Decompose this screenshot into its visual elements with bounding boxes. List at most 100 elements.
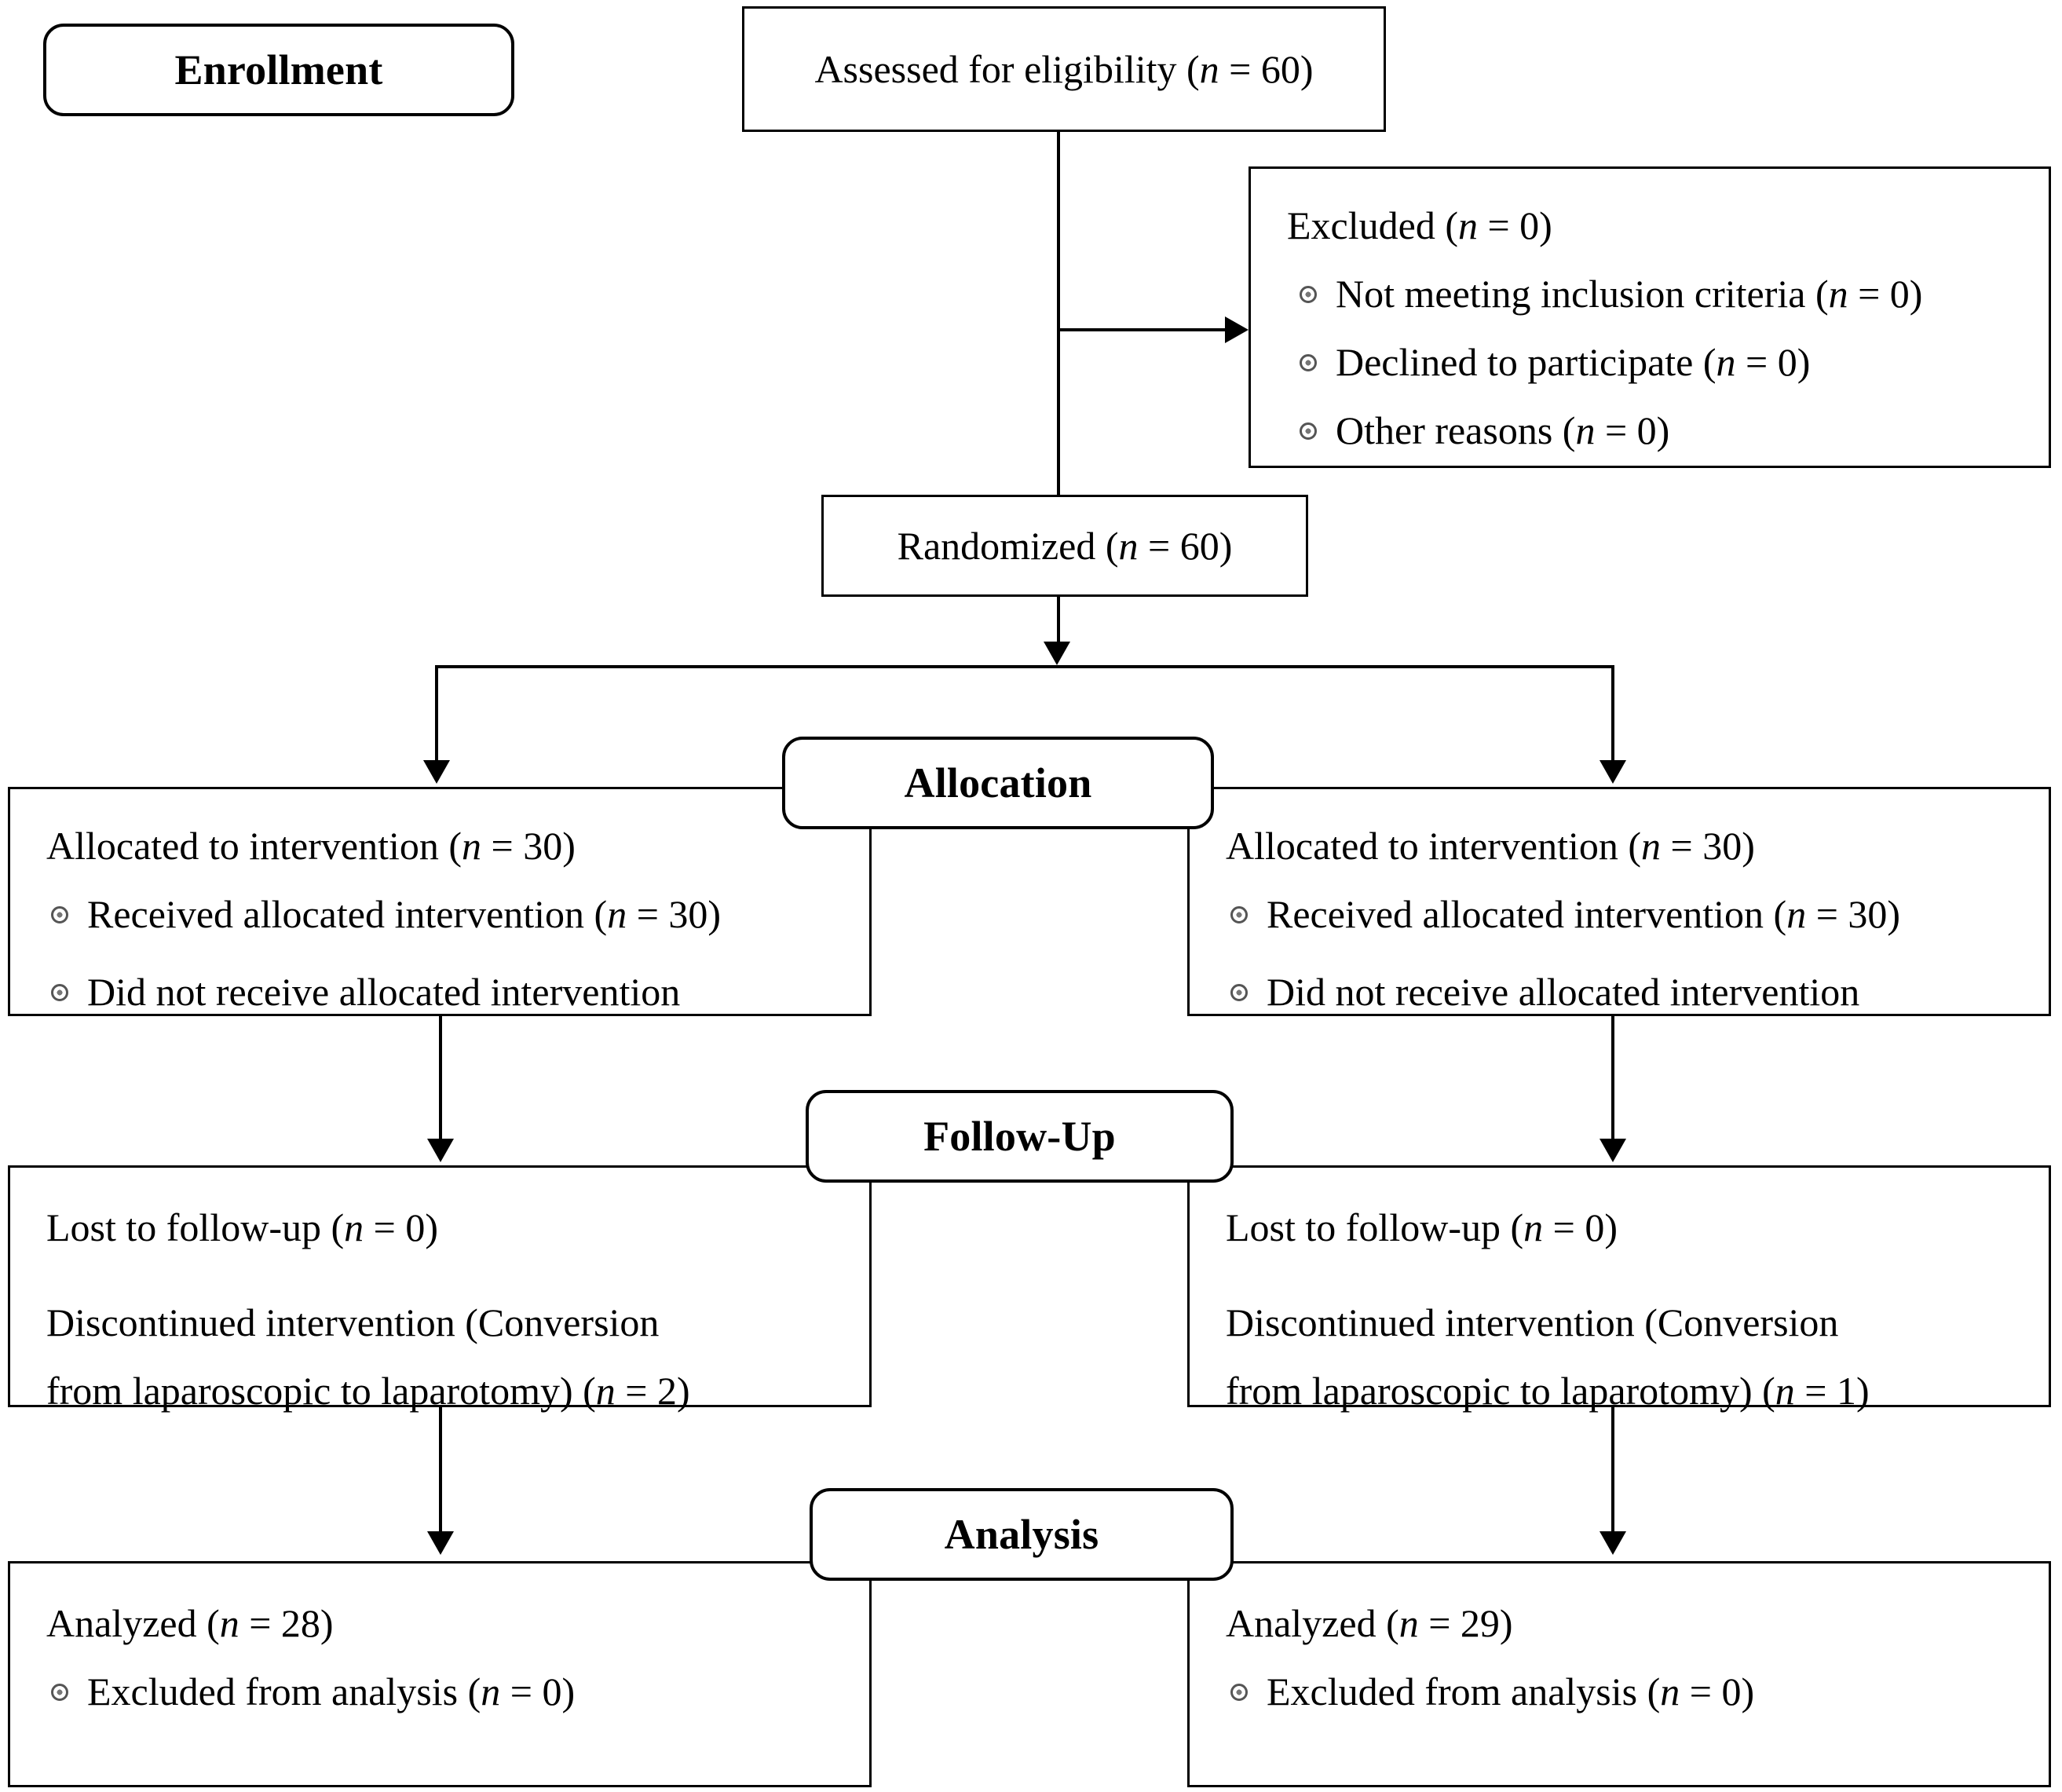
randomized-box: Randomized (n = 60)	[821, 495, 1308, 597]
randomized-n-symbol: n	[1118, 523, 1139, 568]
right-analyzed-label: Analyzed (	[1226, 1601, 1399, 1645]
right-lost-n-symbol: n	[1523, 1205, 1544, 1249]
connector-assessed-to-randomized	[1057, 132, 1060, 495]
right-allocation-box: Allocated to intervention (n = 30) Recei…	[1187, 787, 2051, 1016]
stage-label-analysis: Analysis	[810, 1488, 1234, 1581]
excluded-n-symbol: n	[1457, 203, 1478, 247]
connector-randomized-down	[1057, 597, 1060, 642]
excluded-reason-label: Other reasons (	[1336, 408, 1576, 452]
excluded-heading: Excluded (n = 0)	[1287, 200, 2022, 251]
arrow-left-followup-icon	[427, 1139, 454, 1162]
arrow-left-analysis-icon	[427, 1531, 454, 1555]
left-analyzed-n-value: = 28)	[239, 1601, 334, 1645]
ring-bullet-icon	[1300, 353, 1317, 371]
arrow-left-allocation-icon	[423, 760, 450, 784]
list-item: Received allocated intervention (n = 30)	[46, 889, 843, 940]
excluded-reason-n-symbol: n	[1716, 340, 1736, 384]
assessed-n-symbol: n	[1199, 46, 1219, 91]
stage-label-analysis-text: Analysis	[944, 1511, 1099, 1558]
arrow-right-allocation-icon	[1600, 760, 1626, 784]
list-item: Other reasons (n = 0)	[1295, 405, 2022, 456]
left-analysis-list: Excluded from analysis (n = 0)	[46, 1666, 843, 1717]
left-analyzed-label: Analyzed (	[46, 1601, 220, 1645]
right-allocation-n-symbol: n	[1641, 824, 1662, 868]
left-allocation-item-label: Did not receive allocated intervention	[87, 970, 681, 1014]
left-analysis-item-n-value: = 0)	[500, 1669, 576, 1713]
left-discontinued-line2: from laparoscopic to laparotomy) (n = 2)	[46, 1366, 843, 1417]
right-discontinued-line1: Discontinued intervention (Conversion	[1226, 1300, 1839, 1344]
left-allocation-list: Received allocated intervention (n = 30)…	[46, 889, 843, 1018]
left-discontinued-n-symbol: n	[595, 1369, 616, 1413]
list-item: Received allocated intervention (n = 30)	[1226, 889, 2022, 940]
left-discontinued-n-value: = 2)	[615, 1369, 690, 1413]
right-analysis-item-n-value: = 0)	[1680, 1669, 1755, 1713]
left-allocation-n-symbol: n	[462, 824, 482, 868]
left-lost-n-symbol: n	[344, 1205, 364, 1249]
connector-split-to-right-allocation	[1611, 665, 1614, 763]
ring-bullet-icon	[51, 905, 68, 923]
left-analyzed-n-symbol: n	[219, 1601, 239, 1645]
assessed-label: Assessed for eligibility (	[814, 46, 1200, 91]
excluded-label: Excluded (	[1287, 203, 1458, 247]
right-analysis-box: Analyzed (n = 29) Excluded from analysis…	[1187, 1561, 2051, 1787]
left-allocation-box: Allocated to intervention (n = 30) Recei…	[8, 787, 872, 1016]
right-analyzed-n-symbol: n	[1398, 1601, 1419, 1645]
arrow-randomized-split-icon	[1044, 642, 1070, 665]
ring-bullet-icon	[1230, 905, 1248, 923]
right-analyzed-heading: Analyzed (n = 29)	[1226, 1598, 2022, 1649]
left-discontinued-line1: Discontinued intervention (Conversion	[46, 1300, 660, 1344]
right-lost-label: Lost to follow-up (	[1226, 1205, 1524, 1249]
stage-label-followup-text: Follow-Up	[923, 1113, 1116, 1160]
right-allocation-item-label: Received allocated intervention (	[1267, 892, 1787, 936]
connector-right-allocation-to-followup	[1611, 1016, 1614, 1140]
right-analyzed-n-value: = 29)	[1418, 1601, 1513, 1645]
left-lost-label: Lost to follow-up (	[46, 1205, 345, 1249]
right-discontinued-line2: from laparoscopic to laparotomy) (n = 1)	[1226, 1366, 2022, 1417]
stage-label-followup: Follow-Up	[806, 1090, 1234, 1183]
excluded-reason-n-value: = 0)	[1735, 340, 1811, 384]
right-lost-to-followup-text: Lost to follow-up (n = 0)	[1226, 1202, 2022, 1253]
assessed-n-value: = 60)	[1219, 46, 1314, 91]
excluded-reasons-list: Not meeting inclusion criteria (n = 0) D…	[1295, 269, 2022, 456]
right-allocation-item-n-symbol: n	[1786, 892, 1807, 936]
left-lost-to-followup-text: Lost to follow-up (n = 0)	[46, 1202, 843, 1253]
randomized-label: Randomized (	[897, 523, 1119, 568]
left-lost-n-value: = 0)	[364, 1205, 438, 1249]
connector-left-followup-to-analysis	[439, 1407, 442, 1533]
excluded-n-value: = 0)	[1477, 203, 1552, 247]
left-allocation-item-n-symbol: n	[607, 892, 627, 936]
list-item: Excluded from analysis (n = 0)	[46, 1666, 843, 1717]
connector-assessed-to-excluded	[1057, 328, 1227, 331]
stage-label-allocation: Allocation	[782, 737, 1214, 829]
allocation-split-bar	[435, 665, 1613, 668]
right-discontinued-n-symbol: n	[1775, 1369, 1795, 1413]
assessed-for-eligibility-box: Assessed for eligibility (n = 60)	[742, 6, 1386, 132]
right-allocation-n-value: = 30)	[1661, 824, 1755, 868]
excluded-reason-n-symbol: n	[1575, 408, 1596, 452]
excluded-reason-label: Declined to participate (	[1336, 340, 1717, 384]
ring-bullet-icon	[51, 983, 68, 1001]
left-analysis-item-label: Excluded from analysis (	[87, 1669, 481, 1713]
arrow-right-followup-icon	[1600, 1139, 1626, 1162]
list-item: Did not receive allocated intervention	[1226, 967, 2022, 1018]
left-allocation-n-value: = 30)	[481, 824, 576, 868]
excluded-box: Excluded (n = 0) Not meeting inclusion c…	[1249, 166, 2051, 468]
right-allocation-item-n-value: = 30)	[1806, 892, 1901, 936]
left-allocation-item-n-value: = 30)	[627, 892, 722, 936]
right-allocation-list: Received allocated intervention (n = 30)…	[1226, 889, 2022, 1018]
left-analysis-box: Analyzed (n = 28) Excluded from analysis…	[8, 1561, 872, 1787]
right-allocation-heading: Allocated to intervention (n = 30)	[1226, 821, 2022, 872]
excluded-reason-n-symbol: n	[1828, 272, 1848, 316]
stage-label-enrollment-text: Enrollment	[174, 46, 383, 93]
right-analysis-item-n-symbol: n	[1660, 1669, 1680, 1713]
right-analysis-list: Excluded from analysis (n = 0)	[1226, 1666, 2022, 1717]
right-allocation-item-label: Did not receive allocated intervention	[1267, 970, 1860, 1014]
right-discontinued-label: from laparoscopic to laparotomy) (	[1226, 1369, 1775, 1413]
connector-right-followup-to-analysis	[1611, 1407, 1614, 1533]
stage-label-enrollment: Enrollment	[43, 24, 514, 116]
left-analyzed-heading: Analyzed (n = 28)	[46, 1598, 843, 1649]
left-allocation-label: Allocated to intervention (	[46, 824, 462, 868]
assessed-for-eligibility-text: Assessed for eligibility (n = 60)	[814, 44, 1313, 95]
ring-bullet-icon	[1300, 422, 1317, 440]
